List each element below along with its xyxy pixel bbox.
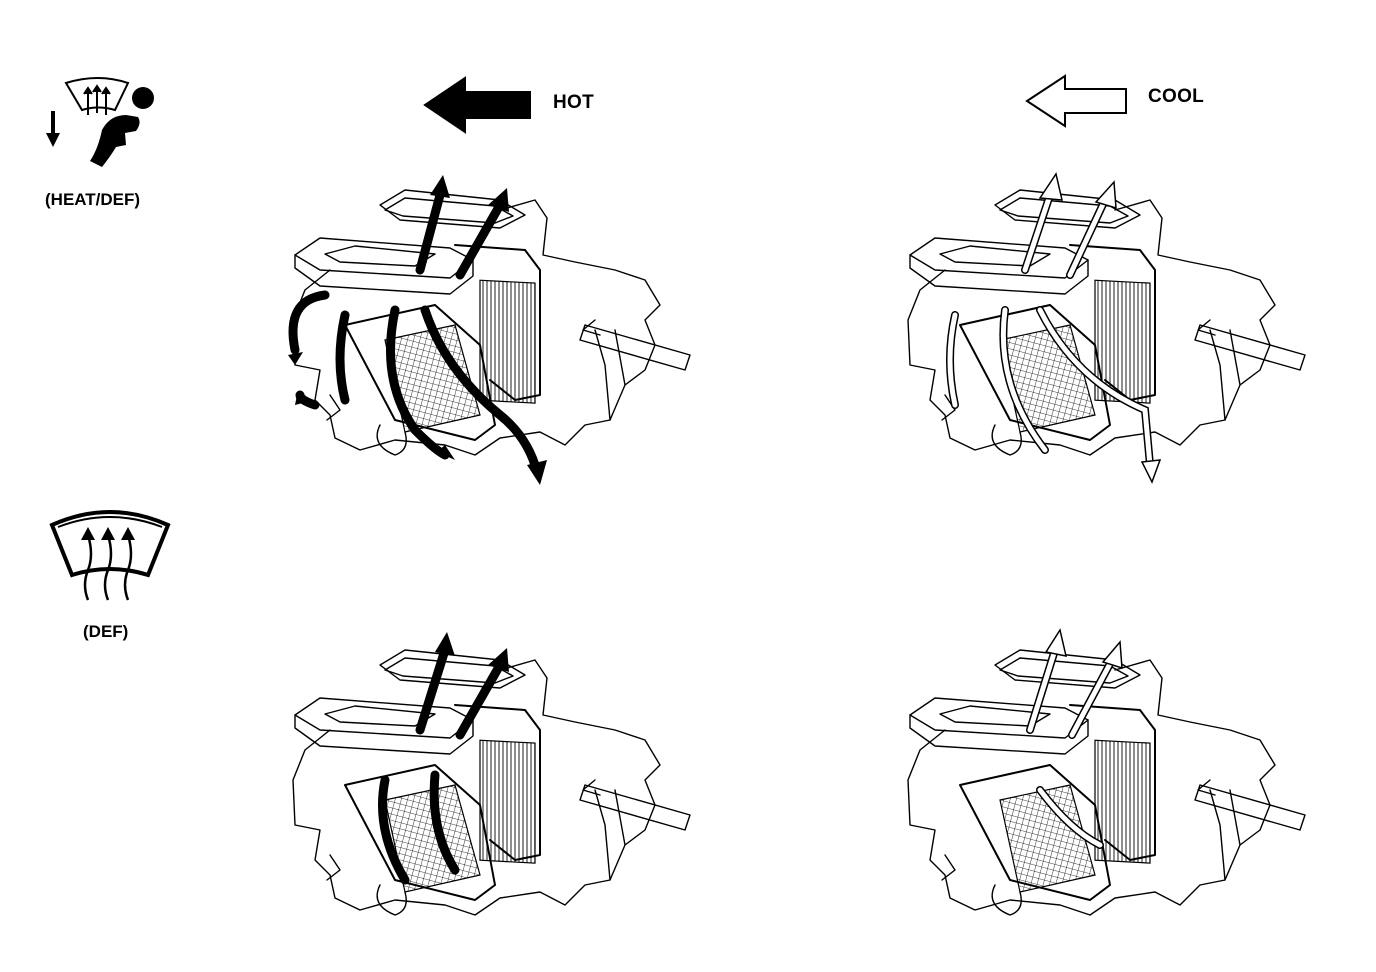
cool-arrow-icon xyxy=(1025,74,1127,128)
defrost-mode-icon xyxy=(49,510,171,601)
heat-def-mode-label: (HEAT/DEF) xyxy=(45,190,141,209)
heat-def-mode-icon xyxy=(46,77,154,167)
def-mode-label: (DEF) xyxy=(83,622,129,641)
hot-heat-def-diagram xyxy=(288,175,691,485)
hot-def-diagram xyxy=(292,632,691,916)
cool-heat-def-diagram xyxy=(907,172,1306,484)
hot-label: HOT xyxy=(553,92,595,113)
hot-arrow-icon xyxy=(423,76,531,134)
cool-def-diagram xyxy=(907,628,1306,916)
cool-label: COOL xyxy=(1148,86,1205,107)
